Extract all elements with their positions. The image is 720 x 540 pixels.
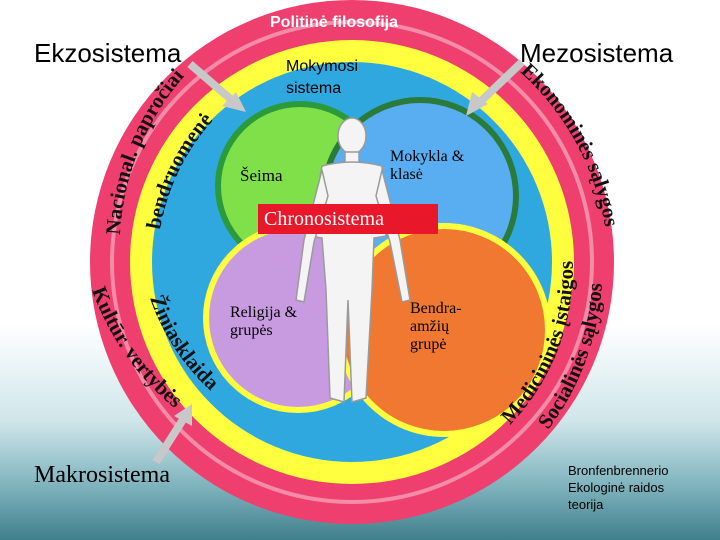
macrosystem-ring-highlight: [110, 20, 594, 504]
theory-note: Bronfenbrennerio Ekologinė raidos teorij…: [568, 462, 708, 513]
exosystem-title: Ekzosistema: [34, 38, 182, 68]
religion-label: Religija & grupės: [230, 304, 298, 339]
macrosystem-title: Makrosistema: [34, 462, 170, 488]
chronosystem-banner: Chronosistema: [258, 204, 438, 234]
arrow-mesosystem: [466, 59, 525, 116]
school-label: Mokykla & klasė: [390, 148, 465, 183]
mesosystem-title: Mezosistema: [520, 38, 674, 68]
arrow-macrosystem: [152, 404, 192, 465]
note-line-3: teorija: [568, 497, 604, 512]
education-system-label: Mokymosi sistema: [286, 58, 359, 97]
political-philosophy-label: Politinė filosofija: [270, 14, 399, 31]
note-line-1: Bronfenbrennerio: [568, 463, 669, 478]
peers-label: Bendra- amžių grupė: [410, 300, 462, 353]
family-label: Šeima: [240, 166, 283, 185]
arrow-exosystem: [187, 60, 246, 112]
note-line-2: Ekologinė raidos: [568, 480, 665, 495]
